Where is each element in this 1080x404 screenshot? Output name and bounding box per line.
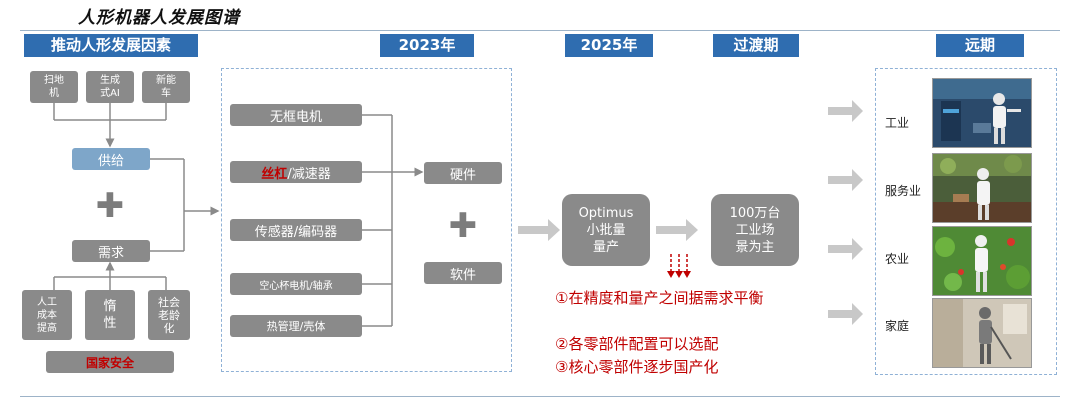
stage-2025-box: Optimus 小批量 量产 — [562, 194, 650, 266]
service-robot-photo — [932, 153, 1032, 223]
header-2025: 2025年 — [565, 34, 653, 57]
component-coreless-motor-bearing: 空心杯电机/轴承 — [230, 273, 362, 295]
application-household-label: 家庭 — [885, 317, 909, 334]
application-service-label: 服务业 — [885, 182, 921, 199]
supply-box: 供给 — [72, 148, 150, 170]
factor-aging: 社会 老龄 化 — [148, 290, 190, 340]
application-agriculture-label: 农业 — [885, 250, 909, 267]
header-longterm: 远期 — [936, 34, 1024, 57]
component-thermal-housing: 热管理/壳体 — [230, 315, 362, 337]
component-screw-label: 丝杠 — [261, 163, 287, 182]
component-frameless-motor: 无框电机 — [230, 104, 362, 126]
component-sensor-encoder: 传感器/编码器 — [230, 219, 362, 241]
application-industry-label: 工业 — [885, 114, 909, 131]
header-2023: 2023年 — [380, 34, 474, 57]
factor-generative-ai: 生成 式AI — [86, 71, 134, 103]
stage-transition-box: 100万台 工业场 景为主 — [711, 194, 799, 266]
note-optional-config: ②各零部件配置可以选配 — [555, 333, 820, 355]
component-screw-reducer: 丝杠/减速器 — [230, 161, 362, 183]
household-robot-photo — [932, 298, 1032, 368]
plus-icon: ✚ — [445, 206, 481, 246]
factor-new-energy-vehicle: 新能 车 — [142, 71, 190, 103]
agriculture-robot-photo — [932, 226, 1032, 296]
header-transition: 过渡期 — [713, 34, 799, 57]
factor-labor-cost: 人工 成本 提高 — [22, 290, 72, 340]
header-drivers: 推动人形发展因素 — [24, 34, 198, 57]
note-precision-balance: ①在精度和量产之间据需求平衡 — [555, 287, 820, 309]
component-reducer-label: /减速器 — [287, 163, 330, 182]
industrial-robot-photo — [932, 78, 1032, 148]
national-security-box: 国家安全 — [46, 351, 174, 373]
factor-laziness: 惰 性 — [85, 290, 135, 340]
plus-icon: ✚ — [92, 186, 128, 226]
hardware-box: 硬件 — [424, 162, 502, 184]
software-box: 软件 — [424, 262, 502, 284]
note-localization: ③核心零部件逐步国产化 — [555, 356, 820, 378]
demand-box: 需求 — [72, 240, 150, 262]
factor-sweeping-robot: 扫地 机 — [30, 71, 78, 103]
